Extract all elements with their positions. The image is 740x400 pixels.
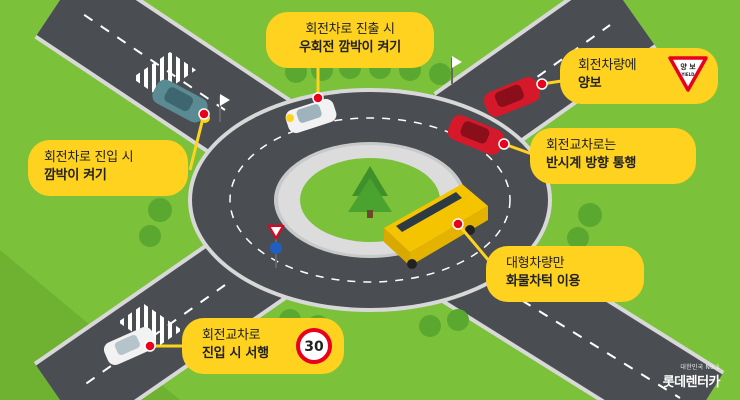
callout-enter-line2: 깜박이 켜기 bbox=[44, 168, 107, 183]
callout-exit-signal: 회전차로 진출 시 우회전 깜박이 켜기 bbox=[266, 12, 434, 68]
bus-yellow bbox=[384, 184, 488, 269]
flag-sign-icon bbox=[219, 56, 462, 122]
callout-counterclockwise: 회전교차로는 반시계 방향 통행 bbox=[530, 128, 696, 184]
crosswalk-nw bbox=[132, 52, 196, 96]
callout-large-line1: 대형차량만 bbox=[506, 256, 565, 271]
callout-ccw-line2: 반시계 방향 통행 bbox=[546, 156, 637, 171]
car-red-upper bbox=[483, 77, 541, 117]
brand-logo: 대한민국 No.1 롯데렌터카 bbox=[662, 362, 721, 390]
direction-sign-icon bbox=[267, 225, 285, 268]
yield-sign-icon: 양 보 YIELD bbox=[668, 56, 708, 92]
callout-slow-line1: 회전교차로 bbox=[202, 328, 261, 343]
callout-yield-line1: 회전차량에 bbox=[578, 58, 637, 73]
speed-limit-sign-icon: 30 bbox=[296, 328, 332, 364]
callout-ccw-line1: 회전교차로는 bbox=[546, 138, 616, 153]
callout-slow-line2: 진입 시 서행 bbox=[202, 346, 269, 361]
brand-tagline: 대한민국 No.1 bbox=[680, 364, 720, 371]
callout-enter-line1: 회전차로 진입 시 bbox=[44, 150, 134, 165]
car-white-approaching bbox=[103, 327, 157, 365]
callout-large-line2: 화물차턱 이용 bbox=[506, 274, 581, 289]
crosswalk-sw bbox=[118, 304, 182, 348]
callout-enter-signal: 회전차로 진입 시 깜박이 켜기 bbox=[28, 140, 188, 196]
car-white-exiting bbox=[285, 98, 337, 134]
tree-icon bbox=[348, 166, 392, 218]
callout-yield: 회전차량에 양보 양 보 YIELD bbox=[560, 48, 718, 104]
callout-large-vehicles: 대형차량만 화물차턱 이용 bbox=[486, 246, 644, 302]
callout-exit-line2: 우회전 깜박이 켜기 bbox=[299, 40, 401, 55]
brand-name: 롯데렌터카 bbox=[662, 375, 721, 390]
speed-limit-value: 30 bbox=[304, 339, 324, 355]
callout-exit-line1: 회전차로 진출 시 bbox=[305, 22, 395, 37]
marker-dots bbox=[144, 78, 548, 352]
callout-yield-line2: 양보 bbox=[578, 76, 602, 91]
car-red-lower bbox=[447, 115, 505, 155]
yield-sign-korean: 양 보 bbox=[680, 62, 696, 71]
yield-sign-english: YIELD bbox=[681, 72, 696, 77]
crosswalks bbox=[118, 52, 196, 348]
callout-slow-down: 회전교차로 진입 시 서행 30 bbox=[182, 318, 344, 374]
